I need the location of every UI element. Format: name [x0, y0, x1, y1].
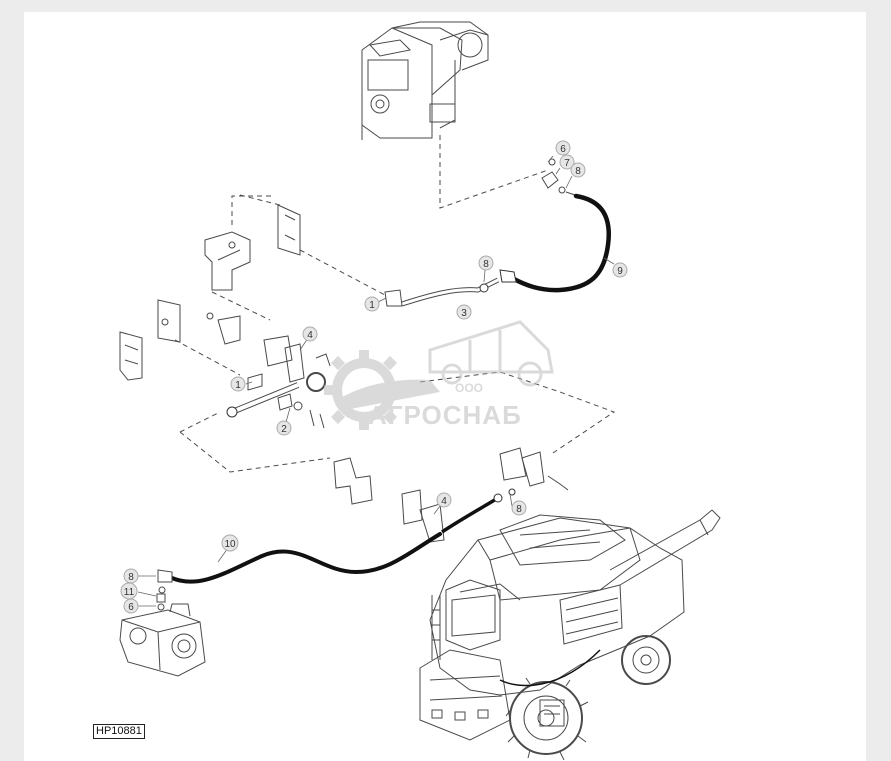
callout-3: 3: [456, 304, 472, 320]
svg-text:ООО: ООО: [455, 381, 483, 395]
callout-9: 9: [612, 262, 628, 278]
callout-2: 2: [276, 420, 292, 436]
lower-pump: [119, 603, 206, 677]
callout-leaders: [137, 155, 615, 607]
drawing-code-label: HP10881: [93, 724, 145, 739]
callout-8-mid: 8: [478, 255, 494, 271]
svg-text:8: 8: [516, 504, 522, 515]
svg-text:6: 6: [560, 144, 566, 155]
callout-1-middle: 1: [230, 376, 246, 392]
leader-dashed-bracket-upper: [211, 194, 386, 321]
callout-11: 11: [120, 582, 138, 600]
clip-1-upper: [384, 289, 403, 307]
combine-harvester: [419, 509, 721, 761]
callout-4-mid: 4: [302, 326, 318, 342]
svg-text:АГРОСНАБ: АГРОСНАБ: [368, 400, 522, 430]
hose-9: [509, 193, 611, 293]
callout-7: 7: [559, 154, 575, 170]
callout-1-upper: 1: [364, 296, 380, 312]
hose-9-end-fitting: [499, 269, 517, 283]
svg-text:10: 10: [224, 539, 236, 550]
svg-text:8: 8: [575, 166, 581, 177]
leader-dashed-middle: [174, 339, 616, 473]
watermark-logo: ООО АГРОСНАБ: [324, 320, 554, 430]
callout-6-lower: 6: [123, 598, 139, 614]
svg-text:8: 8: [483, 259, 489, 270]
diagram-sheet: 6 7 8 9 8 1 3 4: [24, 12, 866, 761]
svg-text:7: 7: [564, 158, 570, 169]
svg-text:2: 2: [281, 424, 287, 435]
top-pump-assembly: [361, 21, 489, 140]
combine-silhouette-icon: [428, 320, 554, 387]
bracket-upper: [204, 204, 301, 291]
callout-8-right: 8: [511, 500, 527, 516]
pipe-lower-right: [441, 496, 499, 534]
leader-dashed-top: [439, 135, 549, 209]
fitting-cluster-lower: [156, 569, 173, 611]
svg-text:11: 11: [124, 587, 135, 598]
svg-text:6: 6: [128, 602, 134, 613]
bracket-middle-right: [333, 447, 569, 543]
svg-text:1: 1: [369, 300, 375, 311]
bracket-middle-left: [119, 299, 293, 381]
callout-4-right: 4: [436, 492, 452, 508]
hose-10: [170, 532, 442, 584]
callout-8-top: 8: [570, 162, 586, 178]
clamp-middle: [247, 343, 331, 429]
svg-text:9: 9: [617, 266, 623, 277]
callout-8-lower: 8: [123, 568, 139, 584]
svg-text:8: 8: [128, 572, 134, 583]
svg-text:1: 1: [235, 380, 241, 391]
callout-10: 10: [221, 534, 239, 552]
callout-6-top: 6: [555, 140, 571, 156]
svg-text:3: 3: [461, 308, 467, 319]
hydraulic-hose-diagram: 6 7 8 9 8 1 3 4: [119, 21, 721, 761]
svg-text:4: 4: [307, 330, 313, 341]
svg-text:4: 4: [441, 496, 447, 507]
